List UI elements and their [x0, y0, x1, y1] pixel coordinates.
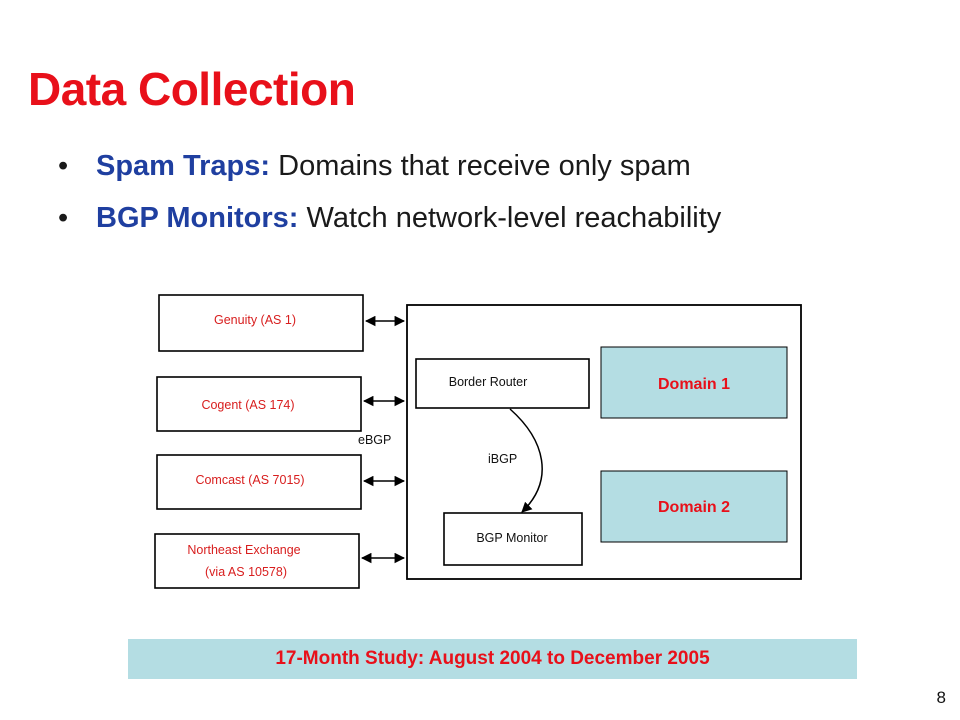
peer-comcast: Comcast (AS 7015) [156, 454, 362, 510]
bullet-label: BGP Monitors: [96, 202, 299, 234]
study-period-banner: 17-Month Study: August 2004 to December … [128, 639, 857, 679]
domain-label: Domain 2 [658, 499, 730, 516]
peer-label: Cogent (AS 174) [201, 398, 294, 412]
ibgp-label: iBGP [488, 452, 517, 466]
peer-label-sub: (via AS 10578) [205, 565, 287, 579]
page-number: 8 [936, 688, 946, 707]
peer-label: Comcast (AS 7015) [195, 473, 304, 487]
peer-genuity: Genuity (AS 1) [158, 294, 364, 352]
bullet-dot: • [58, 202, 69, 234]
peer-cogent: Cogent (AS 174) [156, 376, 362, 432]
border-router: Border Router [415, 358, 590, 409]
border-router-label: Border Router [449, 375, 528, 389]
bgp-monitor-label: BGP Monitor [476, 531, 547, 545]
peer-label: Genuity (AS 1) [214, 313, 296, 327]
slide-title: Data Collection [28, 63, 356, 115]
bullet-spam-traps: • Spam Traps: Domains that receive only … [58, 144, 721, 196]
peer-label: Northeast Exchange [187, 543, 300, 557]
ibgp-arrow [509, 408, 543, 513]
ebgp-label: eBGP [358, 433, 391, 447]
bgp-monitor: BGP Monitor [443, 512, 583, 566]
bullet-dot: • [58, 150, 69, 182]
peer-northeast-exchange: Northeast Exchange (via AS 10578) [154, 533, 360, 589]
bullet-text: Domains that receive only spam [270, 150, 691, 182]
bullet-text: Watch network-level reachability [298, 202, 722, 234]
bullet-list: • Spam Traps: Domains that receive only … [58, 144, 721, 248]
domain-2: Domain 2 [600, 470, 788, 543]
bullet-bgp-monitors: • BGP Monitors: Watch network-level reac… [58, 196, 721, 248]
domain-1: Domain 1 [600, 346, 788, 419]
domain-label: Domain 1 [658, 376, 730, 393]
bullet-label: Spam Traps: [96, 150, 271, 182]
